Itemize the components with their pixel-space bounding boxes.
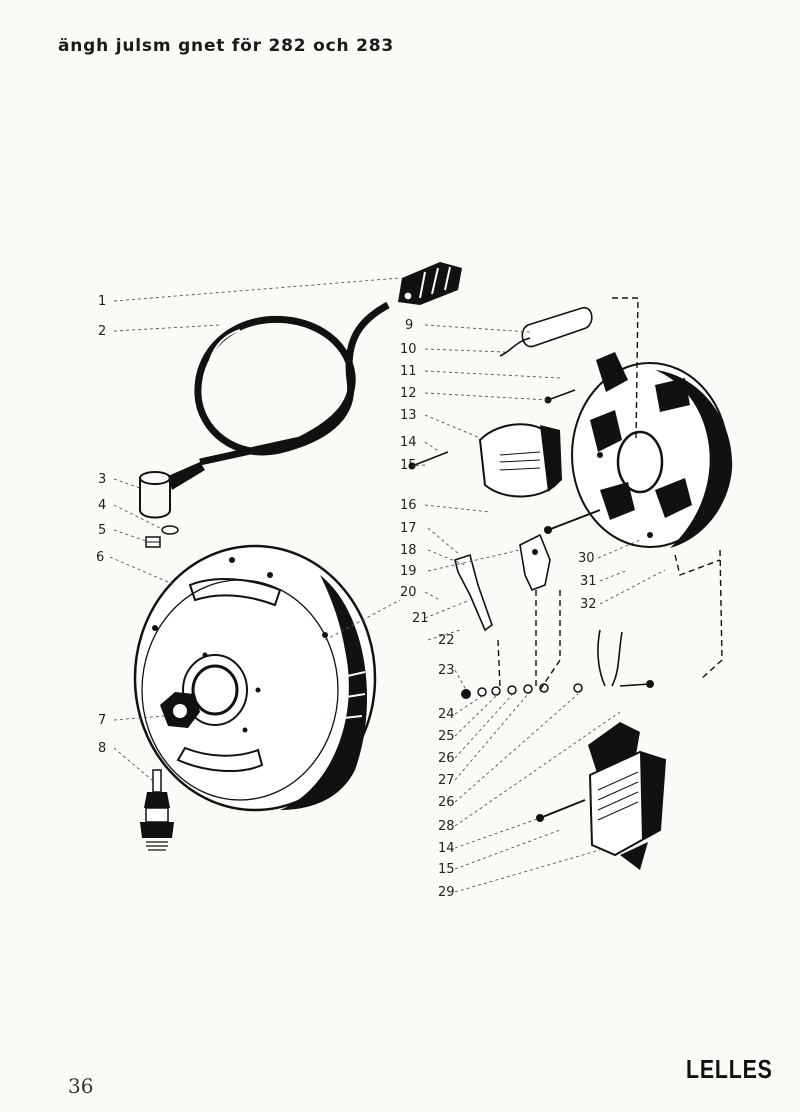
callout-14: 14 (400, 435, 417, 450)
callout-30: 30 (578, 551, 595, 566)
callout-15b: 15 (438, 862, 455, 877)
callouts-left: 1 2 3 4 5 6 7 8 (96, 294, 106, 756)
page-title: ängh julsm gnet för 282 och 283 (58, 36, 394, 56)
callout-29: 29 (438, 885, 455, 900)
callout-13: 13 (400, 408, 417, 423)
callout-14b: 14 (438, 841, 455, 856)
page-number: 36 (68, 1074, 94, 1098)
cap-clip (161, 525, 179, 535)
flywheel (133, 544, 377, 812)
coil-screw (544, 389, 576, 404)
ignition-cable (194, 301, 390, 466)
callout-3: 3 (98, 472, 106, 487)
plug-cap (139, 462, 205, 519)
brand-logo-text: LELLES (686, 1054, 773, 1084)
callout-27: 27 (438, 773, 455, 788)
callouts-right: 9 10 11 12 13 14 15 16 17 18 19 20 21 22… (400, 318, 455, 900)
callout-26: 26 (438, 751, 455, 766)
callout-24: 24 (438, 707, 455, 722)
callout-20: 20 (400, 585, 417, 600)
callout-2: 2 (98, 324, 106, 339)
cable-connector (398, 262, 462, 305)
callout-5: 5 (98, 523, 106, 538)
breaker-arm (454, 553, 493, 632)
callout-18: 18 (400, 543, 417, 558)
callout-31: 31 (580, 574, 597, 589)
callout-11: 11 (400, 364, 417, 379)
callout-19: 19 (400, 564, 417, 579)
callout-10: 10 (400, 342, 417, 357)
callout-6: 6 (96, 550, 104, 565)
callout-32: 32 (580, 597, 597, 612)
callout-22: 22 (438, 633, 455, 648)
callout-8: 8 (98, 741, 106, 756)
ignition-coil (536, 722, 667, 870)
callout-7: 7 (98, 713, 106, 728)
spark-plug (140, 769, 174, 851)
callout-1: 1 (98, 294, 106, 309)
breaker-contact (519, 533, 551, 592)
callout-9: 9 (405, 318, 413, 333)
leader-lines-right (411, 324, 666, 893)
plate-screw (544, 509, 601, 534)
routing-lines (497, 297, 723, 691)
leader-lines-left (109, 277, 401, 781)
callout-28: 28 (438, 819, 455, 834)
callout-21: 21 (412, 611, 429, 626)
callout-25: 25 (438, 729, 455, 744)
condenser (499, 306, 593, 357)
callout-16: 16 (400, 498, 417, 513)
callouts-side: 30 31 32 (578, 551, 597, 612)
cap-screw (145, 536, 161, 548)
callout-12: 12 (400, 386, 417, 401)
lighting-coil (478, 423, 562, 498)
stator-plate (571, 352, 733, 548)
callout-15: 15 (400, 458, 417, 473)
callout-23: 23 (438, 663, 455, 678)
callout-17: 17 (400, 521, 417, 536)
callout-26b: 26 (438, 795, 455, 810)
washer-row (461, 629, 654, 699)
callout-4: 4 (98, 498, 106, 513)
